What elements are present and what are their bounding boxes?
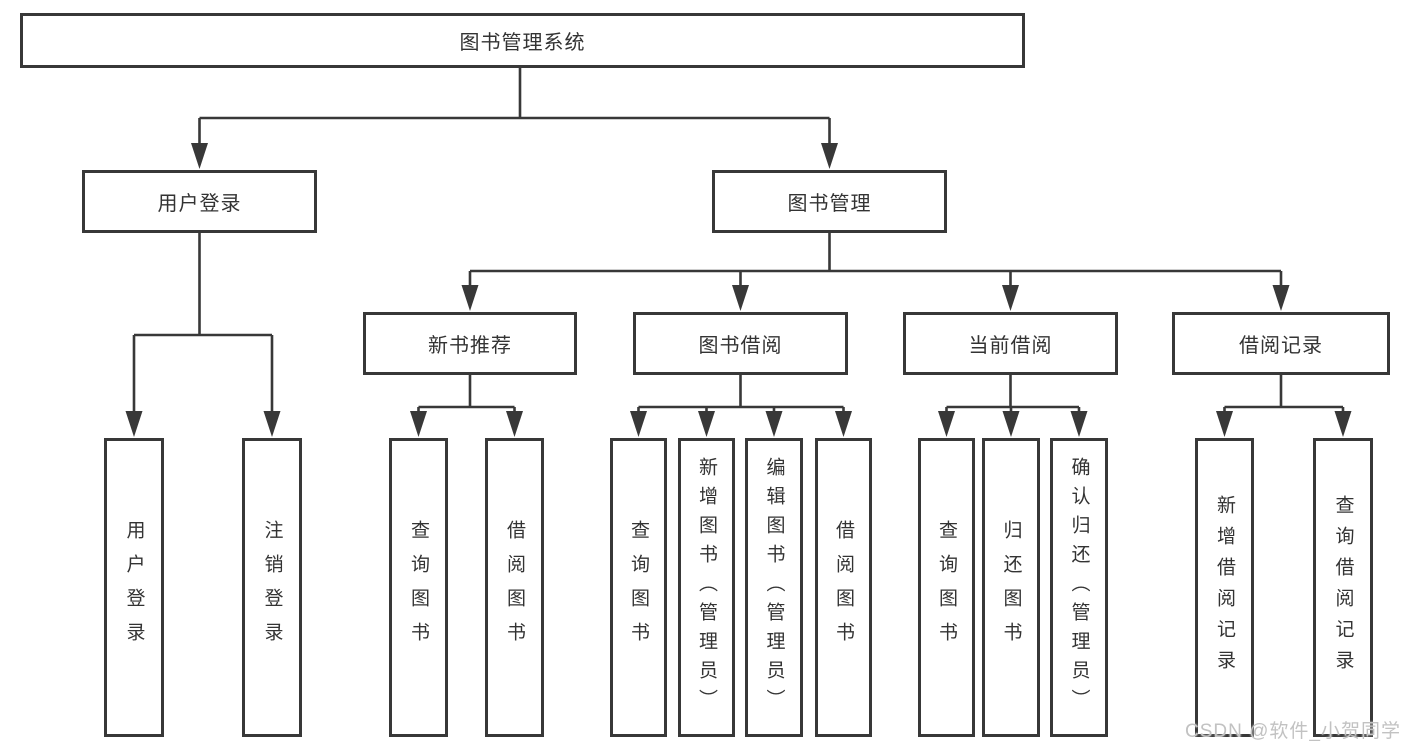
leaf-edit-book-admin-label: 编辑图书（管理员）	[763, 457, 785, 718]
leaf-user-login: 用户登录	[104, 438, 164, 737]
arrowhead	[125, 411, 143, 437]
arrowhead	[1070, 411, 1088, 437]
arrowhead	[461, 285, 479, 311]
arrowhead	[938, 411, 955, 437]
node-new-book-recommend-label: 新书推荐	[428, 335, 512, 357]
node-book-management: 图书管理	[712, 170, 947, 233]
arrowhead	[765, 411, 783, 437]
node-root-label: 图书管理系统	[459, 32, 586, 54]
connector-book-management-children	[468, 233, 1283, 304]
node-new-book-recommend: 新书推荐	[363, 312, 577, 375]
leaf-query-book-recommend: 查询图书	[389, 438, 448, 737]
leaf-query-book-borrow: 查询图书	[610, 438, 667, 737]
leaf-confirm-return-admin: 确认归还（管理员）	[1050, 438, 1108, 737]
arrowhead	[263, 411, 281, 437]
leaf-user-login-label: 用户登录	[123, 519, 145, 656]
arrowhead	[1002, 411, 1020, 437]
leaf-edit-book-admin: 编辑图书（管理员）	[745, 438, 803, 737]
node-current-borrow: 当前借阅	[903, 312, 1118, 375]
leaf-add-book-admin-label: 新增图书（管理员）	[696, 457, 717, 718]
leaf-query-book-current: 查询图书	[918, 438, 975, 737]
node-user-login: 用户登录	[82, 170, 317, 233]
node-book-borrow-label: 图书借阅	[698, 335, 783, 357]
arrowhead	[732, 285, 749, 311]
leaf-confirm-return-admin-label: 确认归还（管理员）	[1068, 457, 1090, 718]
node-book-borrow: 图书借阅	[633, 312, 848, 375]
connector-borrow-records-children	[1223, 375, 1345, 430]
leaf-add-book-admin: 新增图书（管理员）	[678, 438, 735, 737]
leaf-query-borrow-record-label: 查询借阅记录	[1332, 494, 1354, 681]
arrowhead	[835, 411, 852, 437]
arrowhead	[821, 143, 838, 169]
arrowhead	[410, 411, 427, 437]
leaf-add-borrow-record-label: 新增借阅记录	[1214, 494, 1235, 681]
leaf-logout: 注销登录	[242, 438, 302, 737]
arrowhead	[698, 411, 715, 437]
leaf-logout-label: 注销登录	[261, 519, 283, 656]
connector-book-borrow-children	[637, 375, 845, 430]
arrowhead	[1002, 285, 1019, 311]
node-borrow-records-label: 借阅记录	[1239, 335, 1323, 357]
leaf-borrow-book-recommend: 借阅图书	[485, 438, 544, 737]
arrowhead	[1272, 285, 1290, 311]
node-root: 图书管理系统	[20, 13, 1025, 68]
arrowhead	[630, 411, 647, 437]
leaf-borrow-book: 借阅图书	[815, 438, 872, 737]
connector-user-login-children	[132, 233, 274, 430]
arrowhead	[1334, 411, 1352, 437]
leaf-return-book-label: 归还图书	[1000, 519, 1022, 656]
leaf-return-book: 归还图书	[982, 438, 1040, 737]
leaf-add-borrow-record: 新增借阅记录	[1195, 438, 1254, 737]
arrowhead	[506, 411, 523, 437]
arrowhead	[191, 143, 208, 169]
arrowhead	[1216, 411, 1233, 437]
leaf-query-book-current-label: 查询图书	[936, 519, 957, 656]
connector-new-book-children	[417, 375, 516, 430]
leaf-query-borrow-record: 查询借阅记录	[1313, 438, 1373, 737]
node-current-borrow-label: 当前借阅	[968, 335, 1053, 357]
node-borrow-records: 借阅记录	[1172, 312, 1390, 375]
leaf-borrow-book-recommend-label: 借阅图书	[504, 519, 525, 656]
leaf-borrow-book-label: 借阅图书	[833, 519, 854, 656]
leaf-query-book-recommend-label: 查询图书	[408, 519, 429, 656]
node-user-login-label: 用户登录	[157, 193, 242, 215]
node-book-management-label: 图书管理	[787, 193, 872, 215]
connector-root-to-level2	[198, 68, 831, 162]
leaf-query-book-borrow-label: 查询图书	[628, 519, 649, 656]
csdn-watermark: CSDN @软件_小贺同学	[1185, 721, 1401, 742]
